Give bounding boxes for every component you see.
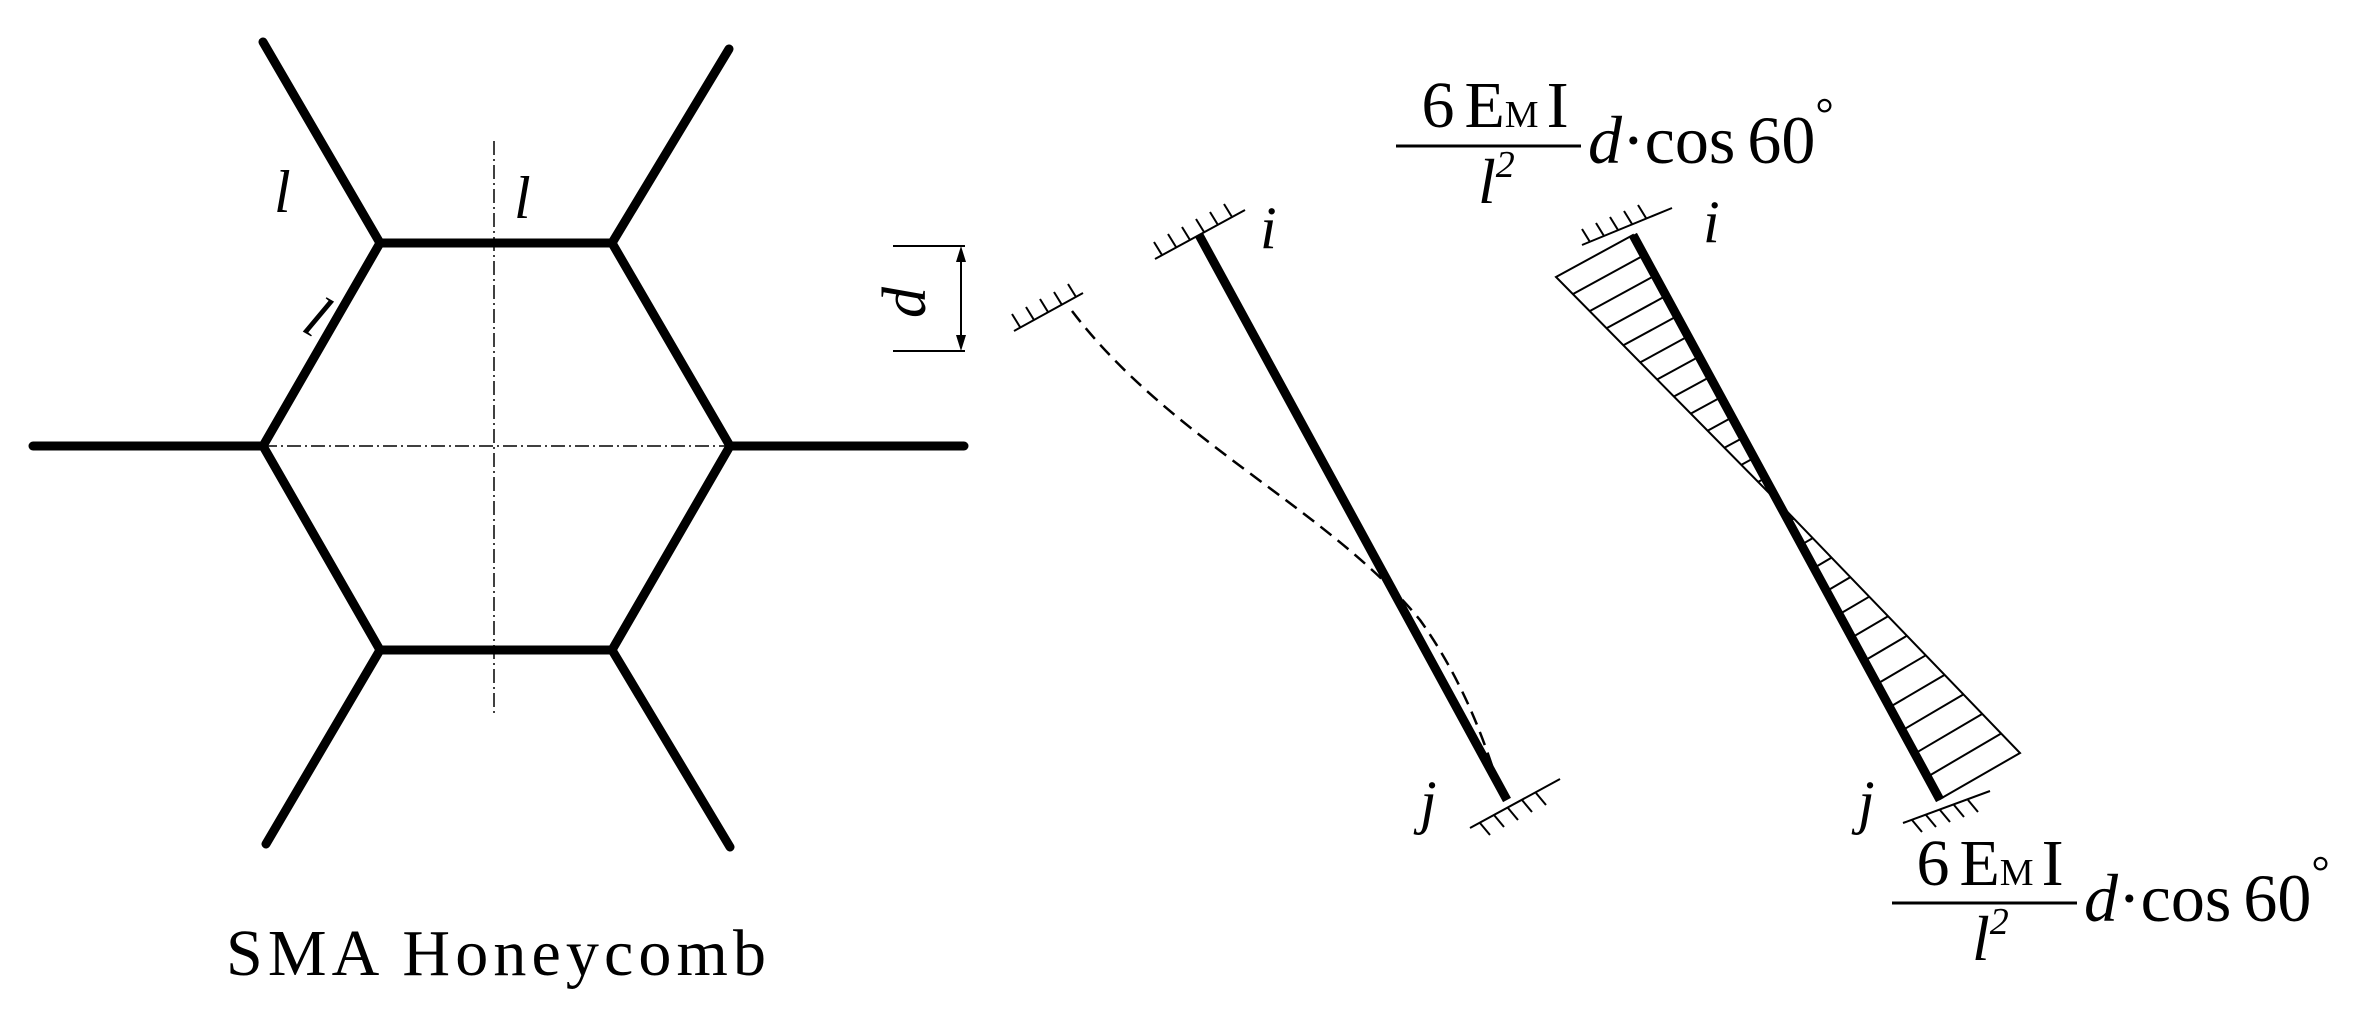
deformed-beam: i j <box>1011 195 1561 836</box>
fixed-support-icon <box>1011 283 1084 332</box>
node-i-label: i <box>1260 195 1277 261</box>
hatch-line <box>1690 396 1721 415</box>
arm-top-left <box>258 37 385 248</box>
length-label: l <box>514 165 531 231</box>
hatch-line <box>1572 254 1645 295</box>
moment-triangle-top <box>1554 233 1776 500</box>
svg-text:l2: l2 <box>1478 144 1515 217</box>
fixed-support-icon <box>1902 790 1991 833</box>
fixed-support-icon <box>1153 203 1246 260</box>
length-label: l <box>274 159 291 225</box>
moment-triangle-bottom <box>1774 498 2022 801</box>
beam-ij <box>1629 232 1944 803</box>
hatch-line <box>1622 315 1678 347</box>
svg-text:l2: l2 <box>1972 901 2009 974</box>
honeycomb-caption: SMA Honeycomb <box>226 917 766 990</box>
hatch-line <box>1606 295 1667 330</box>
node-j-label: j <box>1413 769 1437 835</box>
node-i-label: i <box>1703 189 1720 255</box>
hatch-line <box>1901 693 1964 732</box>
hatch-line <box>1837 595 1870 616</box>
hatch-line <box>1914 713 1983 755</box>
arm-top-right <box>607 44 734 248</box>
hatch-line <box>1589 274 1656 313</box>
hatch-line <box>1926 732 2002 778</box>
hatch-line <box>1863 634 1908 662</box>
hatch-line <box>1639 335 1689 364</box>
arm-bottom-left <box>261 645 385 849</box>
fixed-support-icon <box>1581 204 1673 246</box>
honeycomb-cell: l l l SMA Honeycomb <box>28 37 969 990</box>
hatch-line <box>1876 654 1927 686</box>
node-j-label: j <box>1851 769 1875 835</box>
displacement-label: d <box>871 286 939 318</box>
hatch-line <box>1656 355 1700 381</box>
hatch-line <box>1850 615 1889 639</box>
fixed-support-icon <box>1469 778 1561 836</box>
arrow-up-icon <box>956 246 966 262</box>
hatch-line <box>1673 376 1710 398</box>
deflected-shape <box>1071 310 1502 791</box>
hatch-line <box>1888 673 1946 709</box>
displacement-dimension: d <box>871 245 966 352</box>
beam-ij <box>1195 232 1511 803</box>
hatch-line <box>1707 416 1732 432</box>
arrow-down-icon <box>956 335 966 351</box>
arm-bottom-right <box>607 645 735 852</box>
